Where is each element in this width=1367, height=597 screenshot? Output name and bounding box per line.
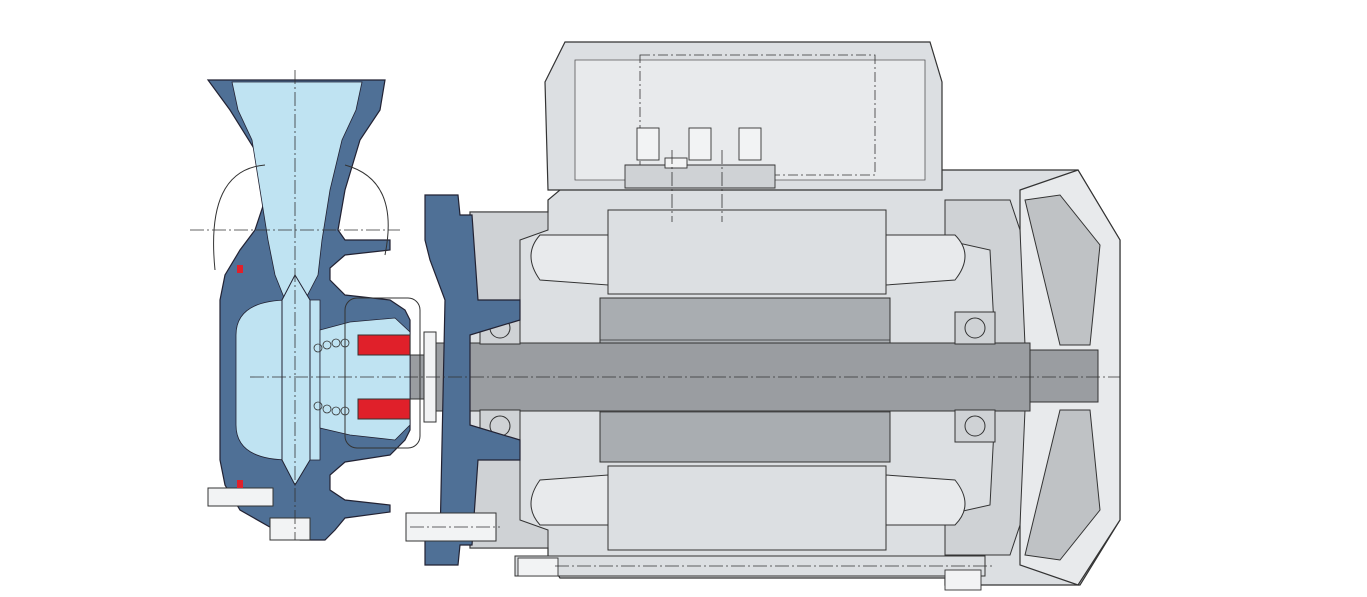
stator: [530, 209, 966, 551]
winding-end-right-top: [885, 234, 966, 286]
impeller: [281, 273, 311, 487]
gaskets: [237, 265, 243, 488]
shaft-end: [1029, 349, 1099, 403]
pump-casing: [206, 79, 521, 566]
stator-core-bottom: [607, 465, 887, 551]
fan-blade-top: [1024, 194, 1101, 346]
foot-bolt-right: [944, 569, 982, 591]
rear-bearing-top: [954, 311, 996, 345]
terminal-studs: [624, 127, 776, 189]
stator-core-top: [607, 209, 887, 295]
drain-plug: [269, 517, 311, 541]
rear-bearing-bottom: [954, 409, 996, 443]
seal-spring: [313, 338, 350, 416]
seal-ring-bottom: [357, 398, 411, 420]
foot-bolt-left: [517, 557, 559, 577]
winding-end-right-bottom: [885, 474, 966, 526]
seal-guard: [344, 297, 421, 449]
winding-end-left-top: [530, 234, 609, 286]
seal-ring-top: [357, 334, 411, 356]
fan-blade-bottom: [1024, 409, 1101, 561]
inlet-flange-outline: [213, 164, 266, 271]
terminal-box-inner: [574, 59, 926, 181]
winding-end-left-bottom: [530, 474, 609, 526]
adapter-flange: [424, 194, 521, 566]
casing-bolt: [207, 487, 274, 507]
centerlines: [190, 70, 1120, 567]
